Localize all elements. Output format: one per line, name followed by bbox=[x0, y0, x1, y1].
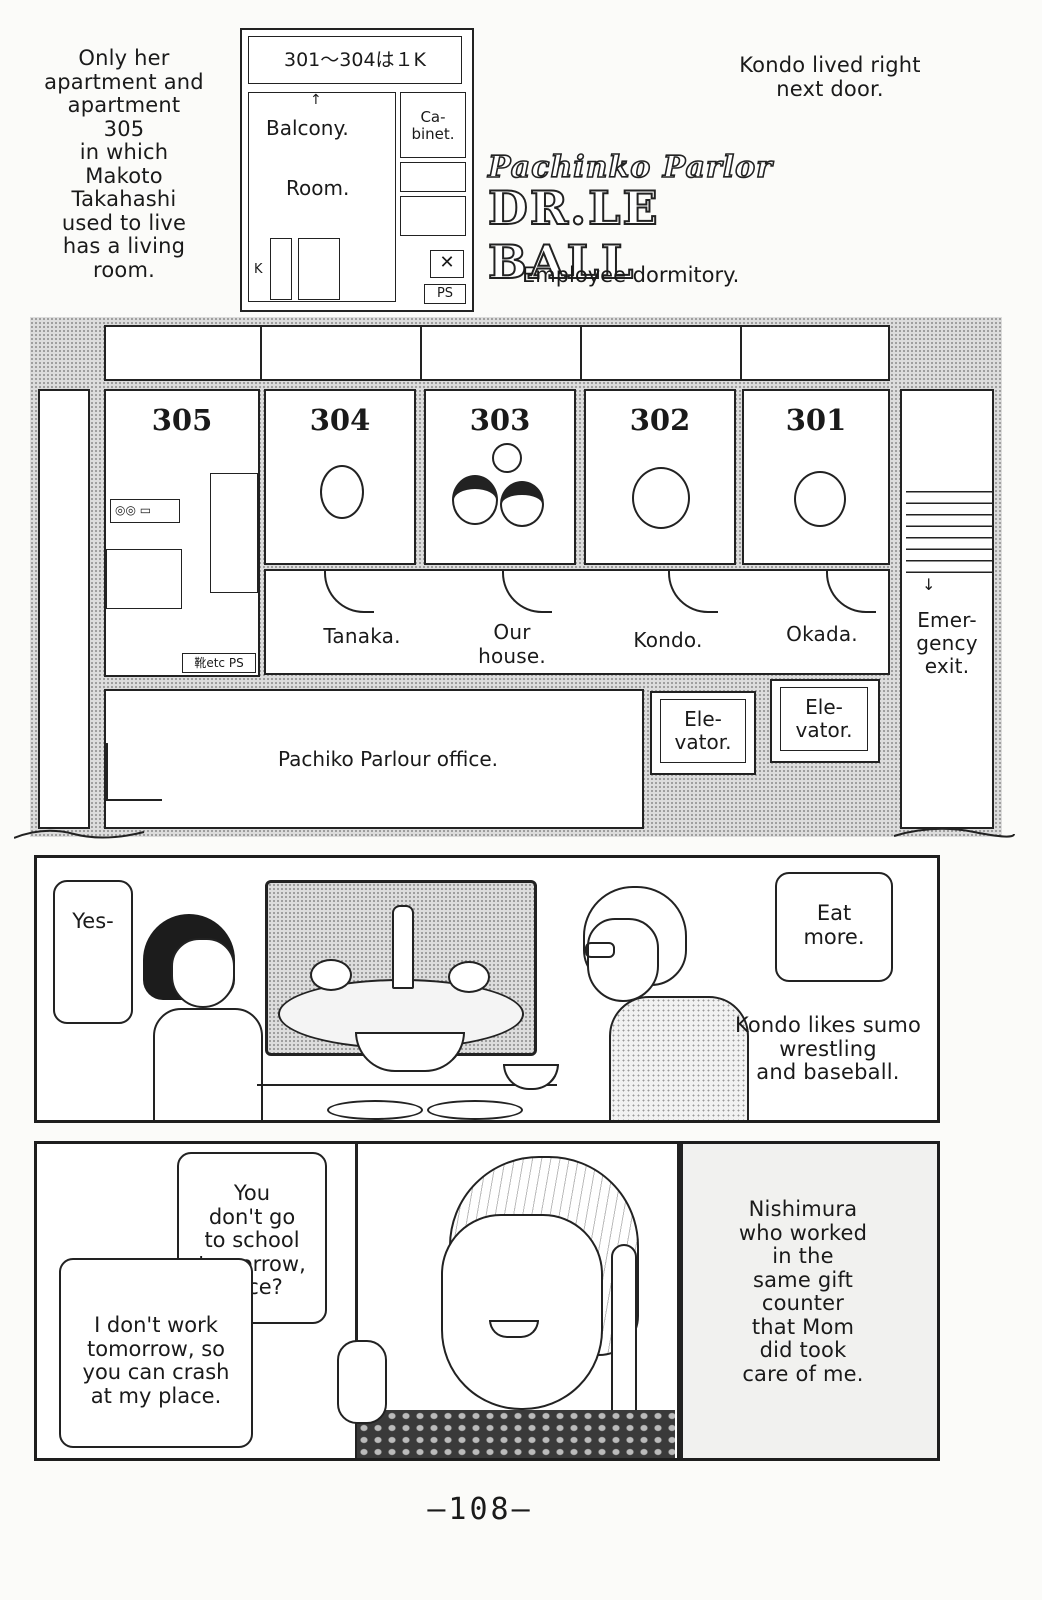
girl-body bbox=[153, 1008, 263, 1120]
room-301: 301 bbox=[742, 389, 890, 565]
panel-divider bbox=[677, 1144, 683, 1458]
resident-okada: Okada. bbox=[786, 622, 858, 646]
room-number: 302 bbox=[629, 403, 691, 437]
table bbox=[257, 1084, 557, 1086]
balcony-divider bbox=[580, 325, 582, 381]
stairwell: ↓ bbox=[900, 389, 994, 829]
wrestler-right-icon bbox=[448, 961, 490, 993]
plan-cut-line bbox=[14, 827, 1015, 839]
unit-kitchen bbox=[270, 238, 292, 300]
elevator-1: Ele- vator. bbox=[650, 691, 756, 775]
balcony-divider bbox=[260, 325, 262, 381]
resident-kondo: Kondo. bbox=[633, 628, 703, 652]
kondo-face bbox=[587, 918, 659, 1002]
plate-left bbox=[327, 1100, 423, 1120]
unit-wash bbox=[400, 196, 466, 236]
unit-toilet-room bbox=[298, 238, 340, 300]
unit-plan-header: 301〜304は１K bbox=[248, 36, 462, 84]
arrow-up-icon: ↑ bbox=[310, 92, 322, 108]
resident-our-house: Our house. bbox=[478, 620, 546, 668]
stairs bbox=[906, 481, 992, 577]
kitchen-counter bbox=[106, 549, 182, 609]
shoe-ps-box: 靴etc PS bbox=[182, 653, 256, 673]
tanaka-face-icon bbox=[320, 465, 364, 519]
glasses-icon bbox=[585, 942, 615, 958]
unit-room-label: Room. bbox=[286, 176, 350, 200]
speech-bubble-offer: I don't work tomorrow, so you can crash … bbox=[59, 1258, 253, 1448]
bath-unit bbox=[210, 473, 258, 593]
elevator-2: Ele- vator. bbox=[770, 679, 880, 763]
leopard-top bbox=[357, 1410, 675, 1458]
nishimura-caption: Nishimura who worked in the same gift co… bbox=[738, 1197, 868, 1386]
top-left-note: Only her apartment and apartment 305 in … bbox=[44, 46, 204, 282]
tv-screen bbox=[265, 880, 537, 1056]
speech-bubble-yes: Yes- bbox=[53, 880, 133, 1024]
unit-balcony-label: Balcony. bbox=[266, 116, 349, 140]
door-301 bbox=[826, 571, 876, 613]
panel-dinner: Yes- Eat more. Kondo likes sumo wrestlin… bbox=[34, 855, 940, 1123]
page-number: —108— bbox=[427, 1492, 533, 1527]
left-corridor bbox=[38, 389, 90, 829]
dormitory-label: Employee dormitory. bbox=[522, 263, 740, 287]
unit-main-room bbox=[248, 92, 396, 302]
unit-kitchen-label: K bbox=[254, 262, 263, 277]
floor-plan: 305 ◎◎ ▭ 靴etc PS 304 303 302 301 ↓ Emer-… bbox=[30, 317, 1002, 837]
top-right-note: Kondo lived right next door. bbox=[739, 53, 921, 101]
plate-right bbox=[427, 1100, 523, 1120]
baby-face-icon bbox=[492, 443, 522, 473]
nishimura-ponytail bbox=[611, 1244, 637, 1424]
elevator-car: Ele- vator. bbox=[660, 699, 746, 763]
hand-icon bbox=[337, 1340, 387, 1424]
unit-ps-box: PS bbox=[424, 284, 466, 304]
door-304 bbox=[324, 571, 374, 613]
speech-bubble-eat-more: Eat more. bbox=[775, 872, 893, 982]
bowl-icon bbox=[503, 1064, 559, 1090]
logo-line2: DR.LE BALL bbox=[487, 180, 660, 290]
hotpot bbox=[355, 1032, 465, 1072]
elevator-car: Ele- vator. bbox=[780, 687, 868, 751]
panel-nishimura: You don't go to school tomorrow, Alice? … bbox=[34, 1141, 940, 1461]
room-number: 304 bbox=[309, 403, 371, 437]
unit-box-x: ✕ bbox=[430, 250, 464, 278]
logo-line1: Pachinko Parlor bbox=[487, 149, 773, 186]
office bbox=[104, 689, 644, 829]
wrestler-left-icon bbox=[310, 959, 352, 991]
unit-plan: 301〜304は１K ↑ Balcony. Room. Ca- binet. ✕… bbox=[240, 28, 474, 312]
door-303 bbox=[502, 571, 552, 613]
referee-icon bbox=[392, 905, 414, 989]
kondo-caption: Kondo likes sumo wrestling and baseball. bbox=[734, 1013, 922, 1084]
room-number: 303 bbox=[469, 403, 531, 437]
unit-cabinet: Ca- binet. bbox=[400, 92, 466, 158]
balcony-row bbox=[104, 325, 890, 381]
kondo-body bbox=[609, 996, 749, 1120]
room-304: 304 bbox=[264, 389, 416, 565]
room-305: 305 ◎◎ ▭ 靴etc PS bbox=[104, 389, 260, 677]
child-face-icon bbox=[500, 481, 544, 527]
door-302 bbox=[668, 571, 718, 613]
room-number: 305 bbox=[151, 403, 213, 437]
room-number: 301 bbox=[785, 403, 847, 437]
corridor bbox=[264, 569, 890, 675]
balcony-divider bbox=[420, 325, 422, 381]
resident-tanaka: Tanaka. bbox=[323, 624, 401, 648]
caption-bg bbox=[683, 1144, 937, 1458]
mother-face-icon bbox=[452, 475, 498, 525]
room-303: 303 bbox=[424, 389, 576, 565]
girl-face bbox=[171, 938, 235, 1008]
parlor-logo: Pachinko Parlor DR.LE BALL bbox=[487, 149, 788, 290]
room-302: 302 bbox=[584, 389, 736, 565]
nishimura-face bbox=[441, 1214, 603, 1410]
unit-bath bbox=[400, 162, 466, 192]
kondo-face-icon bbox=[632, 467, 690, 529]
okada-face-icon bbox=[794, 471, 846, 527]
arrow-down-icon: ↓ bbox=[922, 575, 936, 594]
balcony-divider bbox=[740, 325, 742, 381]
stove-icon: ◎◎ ▭ bbox=[110, 499, 180, 523]
office-label: Pachiko Parlour office. bbox=[278, 747, 499, 771]
panel-divider bbox=[355, 1144, 358, 1458]
office-door bbox=[106, 743, 162, 801]
emergency-exit-label: Emer- gency exit. bbox=[916, 608, 978, 678]
